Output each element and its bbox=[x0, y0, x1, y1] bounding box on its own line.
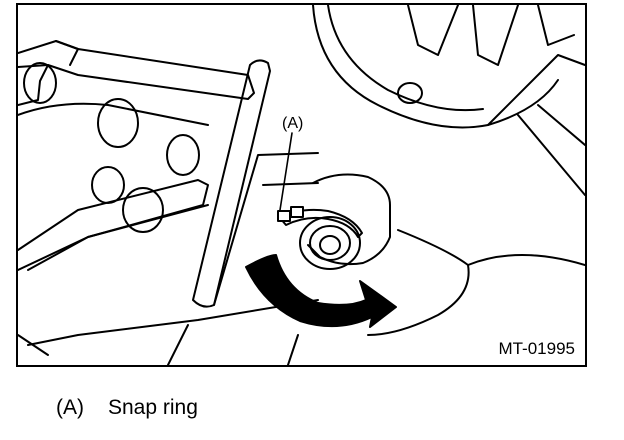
callout-label: (A) bbox=[282, 115, 304, 132]
bearing bbox=[299, 173, 391, 270]
figure-id: MT-01995 bbox=[498, 339, 575, 358]
transmission-illustration bbox=[18, 5, 585, 365]
case-ledge bbox=[367, 229, 470, 336]
case-housing bbox=[18, 40, 319, 365]
gear-housing bbox=[312, 5, 585, 196]
partition-wall bbox=[192, 59, 271, 308]
case-hole bbox=[97, 98, 139, 148]
figure-frame: (A) MT-01995 bbox=[16, 3, 587, 367]
case-hole bbox=[23, 62, 57, 104]
case-hole bbox=[91, 166, 125, 204]
case-hole bbox=[166, 134, 200, 176]
legend-key: (A) bbox=[56, 396, 84, 419]
case-hole bbox=[122, 187, 164, 233]
legend: (A) Snap ring bbox=[56, 396, 198, 420]
callout-leader bbox=[279, 132, 293, 211]
legend-text: Snap ring bbox=[108, 396, 198, 419]
snap-ring bbox=[277, 206, 363, 238]
rotation-arrow bbox=[245, 254, 397, 328]
